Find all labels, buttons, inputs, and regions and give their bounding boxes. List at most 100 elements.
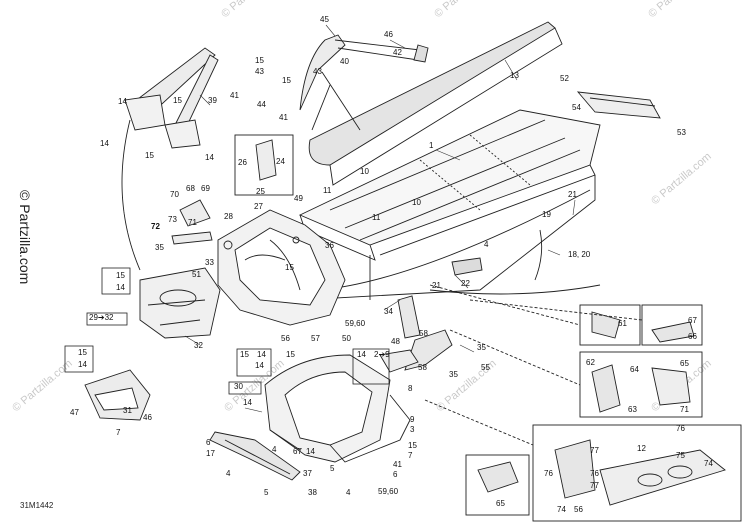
callout: 15 [240, 350, 249, 359]
callout: 53 [677, 128, 686, 137]
callout: 27 [254, 202, 263, 211]
callout: 25 [256, 187, 265, 196]
callout: 56 [574, 505, 583, 514]
callout: 26 [238, 158, 247, 167]
callout: 46 [143, 413, 152, 422]
callout: 36 [325, 241, 334, 250]
tunnel-assembly [298, 21, 661, 301]
callout: 43 [313, 67, 322, 76]
footrest-parts [171, 199, 601, 295]
callout: 6 [393, 470, 398, 479]
callout: 41 [279, 113, 288, 122]
callout: 59,60 [345, 319, 366, 328]
callout: 74 [557, 505, 566, 514]
callout: 14 [118, 97, 127, 106]
callout: 15 [408, 441, 417, 450]
left-upper-column [121, 47, 219, 271]
callout: 14 [255, 361, 264, 370]
callout: 30 [234, 382, 243, 391]
callout: 68 [186, 184, 195, 193]
right-brackets [379, 295, 453, 373]
callout: 47 [70, 408, 79, 417]
callout: 7 [408, 451, 413, 460]
callout: 4 [272, 445, 277, 454]
callout: 19 [542, 210, 551, 219]
callout: 67 [293, 447, 302, 456]
callout: 77 [590, 481, 599, 490]
callout: 15 [285, 263, 294, 272]
callout: 24 [276, 157, 285, 166]
callout: 35 [155, 243, 164, 252]
lower-frame [209, 354, 411, 481]
upper-column [299, 34, 429, 131]
leader-lines [184, 24, 576, 413]
callout: 15 [282, 76, 291, 85]
callout: 5 [264, 488, 269, 497]
callout: 52 [560, 74, 569, 83]
callout-labels: 45 46 42 40 13 15 43 15 43 41 44 41 52 5… [70, 15, 713, 514]
callout: 14 [257, 350, 266, 359]
inset-boxes [424, 284, 742, 522]
callout: 15 [286, 350, 295, 359]
callout: 10 [360, 167, 369, 176]
callout: 8 [408, 384, 413, 393]
watermark: © Partzilla.com [649, 150, 713, 207]
callout: 74 [704, 459, 713, 468]
callout: 61 [618, 319, 627, 328]
callout: 3 [410, 425, 415, 434]
callout: 76 [676, 424, 685, 433]
callout: 71 [680, 405, 689, 414]
callout: 15 [255, 56, 264, 65]
callout: 12 [637, 444, 646, 453]
callout: 51 [192, 270, 201, 279]
detail-box [234, 134, 294, 196]
callout: 17 [206, 449, 215, 458]
callout: 45 [320, 15, 329, 24]
callout: 46 [384, 30, 393, 39]
callout: 32 [194, 341, 203, 350]
callout: 76 [544, 469, 553, 478]
callout: 4 [484, 240, 489, 249]
callout: 14 [357, 350, 366, 359]
callout: 65 [680, 359, 689, 368]
callout: 38 [308, 488, 317, 497]
callout: 58 [418, 363, 427, 372]
callout: 11 [372, 213, 381, 222]
callout: 4 [226, 469, 231, 478]
callout: 31 [123, 406, 132, 415]
callout: 21 [432, 281, 441, 290]
callout: 48 [391, 337, 400, 346]
callout: 40 [340, 57, 349, 66]
callout: 15 [173, 96, 182, 105]
callout: 29➔32 [89, 313, 114, 322]
callout: 66 [688, 332, 697, 341]
callout: 57 [311, 334, 320, 343]
callout: 39 [208, 96, 217, 105]
callout: 15 [116, 271, 125, 280]
callout: 7 [116, 428, 121, 437]
callout: 14 [78, 360, 87, 369]
callout: 64 [630, 365, 639, 374]
diagram-code: 31M1442 [20, 501, 54, 510]
callout: 4 [346, 488, 351, 497]
front-frame [217, 134, 346, 326]
callout: 5 [330, 464, 335, 473]
callout: 22 [461, 279, 470, 288]
callout: 35 [449, 370, 458, 379]
callout: 67 [688, 316, 697, 325]
callout: 49 [294, 194, 303, 203]
callout: 15 [145, 151, 154, 160]
callout: 69 [201, 184, 210, 193]
callout: 55 [481, 363, 490, 372]
callout: 41 [393, 460, 402, 469]
callout: 62 [586, 358, 595, 367]
callout: 44 [257, 100, 266, 109]
callout: 28 [224, 212, 233, 221]
callout: 77 [590, 446, 599, 455]
callout: 6 [206, 438, 211, 447]
callout: 75 [676, 451, 685, 460]
callout: 18, 20 [568, 250, 591, 259]
callout: 73 [168, 215, 177, 224]
